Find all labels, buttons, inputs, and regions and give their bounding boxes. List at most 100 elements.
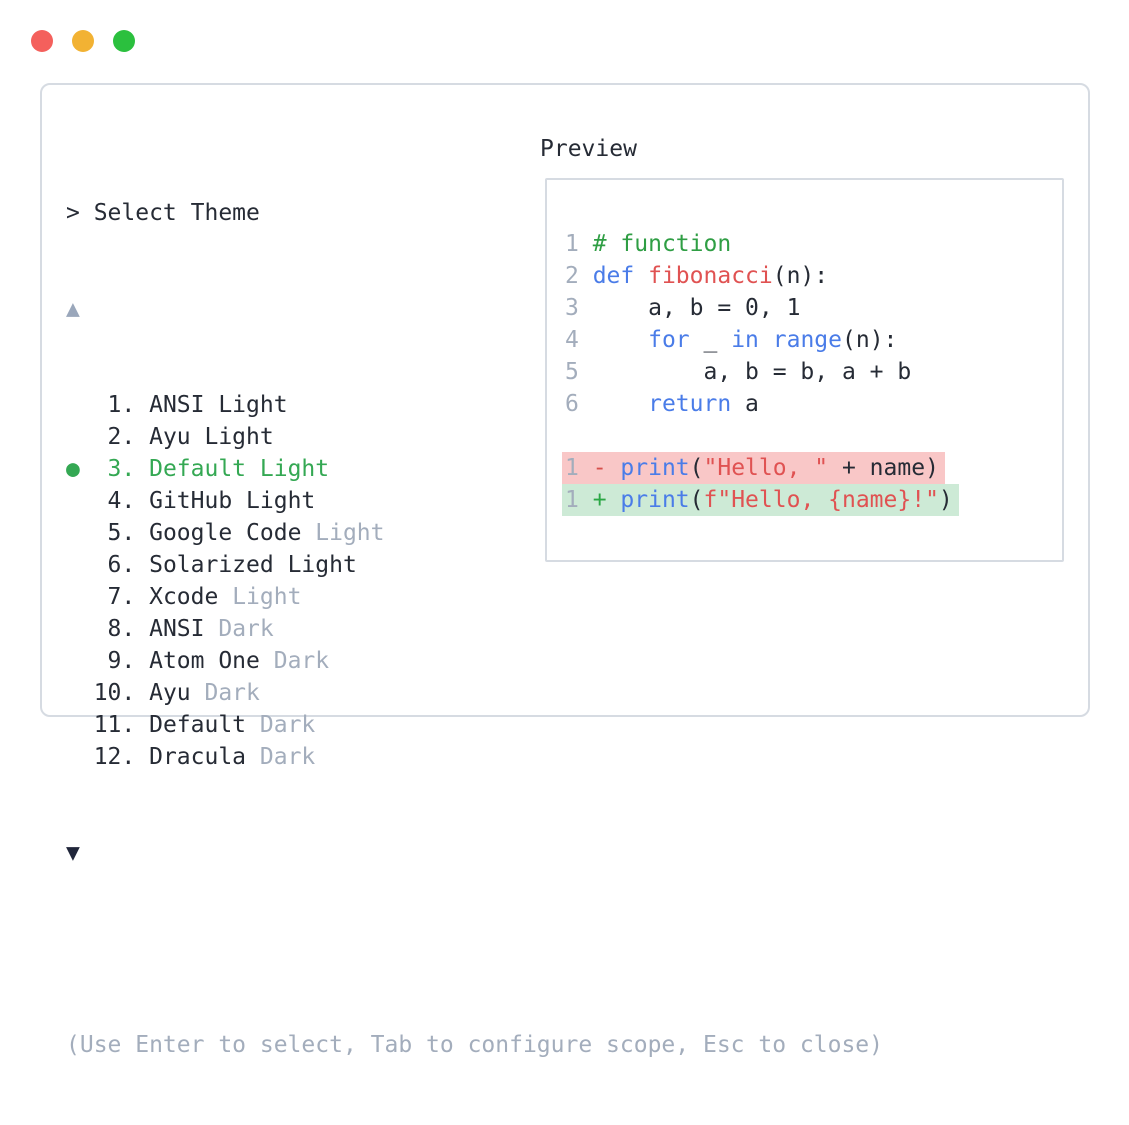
item-label: Light	[232, 584, 302, 610]
item-number: 12.	[93, 744, 150, 770]
code-line: 5 a, b = b, a + b	[565, 356, 959, 388]
item-indent	[66, 584, 108, 610]
code-token: a	[731, 391, 759, 417]
code-token: )	[938, 487, 953, 513]
code-token: return	[648, 391, 732, 417]
theme-list-item[interactable]: ● 3. Default Light	[66, 453, 883, 485]
code-token	[634, 263, 648, 289]
theme-list-item[interactable]: 10. Ayu Dark	[66, 677, 883, 709]
code-line	[565, 420, 959, 452]
item-indent	[66, 744, 94, 770]
theme-list-item[interactable]: 2. Ayu Light	[66, 421, 883, 453]
theme-list-item[interactable]: 1. ANSI Light	[66, 389, 883, 421]
item-label: GitHub Light	[149, 488, 316, 514]
item-label: Ayu Light	[149, 424, 274, 450]
item-number: 3.	[107, 456, 150, 482]
spacer-line	[66, 933, 883, 965]
code-token: -	[592, 455, 621, 481]
item-label: Dark	[273, 648, 330, 674]
item-label: Atom One	[149, 648, 274, 674]
code-token: +	[592, 487, 621, 513]
code-token	[593, 327, 648, 353]
item-indent	[66, 520, 108, 546]
code-line: 4 for _ in range(n):	[565, 324, 959, 356]
theme-list-item[interactable]: 5. Google Code Light	[66, 517, 883, 549]
item-label: Dark	[204, 680, 260, 706]
code-line: 1 # function	[565, 228, 959, 260]
theme-picker-dialog: > Select Theme ▲ 1. ANSI Light 2. Ayu Li…	[40, 83, 1090, 1058]
help-text: (Use Enter to select, Tab to configure s…	[66, 1032, 883, 1058]
item-indent	[66, 552, 108, 578]
item-label: Default	[149, 712, 260, 738]
close-button[interactable]	[31, 30, 53, 52]
diff-highlight: 1 + print(f"Hello, {name}!")	[562, 484, 959, 516]
item-number: 4.	[107, 488, 150, 514]
selected-bullet-icon: ●	[66, 456, 108, 482]
item-label: ANSI	[149, 616, 219, 642]
item-label: Dark	[259, 744, 316, 770]
code-token: _	[689, 327, 732, 353]
code-token: a, b = 0, 1	[592, 295, 801, 321]
item-label: Solarized Light	[149, 552, 357, 578]
code-token: (	[689, 487, 704, 513]
scroll-down-icon[interactable]: ▼	[66, 840, 80, 866]
item-indent	[66, 392, 108, 418]
code-token: (	[689, 455, 704, 481]
item-label: Google Code	[149, 520, 316, 546]
item-label: Dark	[259, 712, 316, 738]
code-token: print	[620, 455, 690, 481]
code-token: print	[620, 487, 690, 513]
item-indent	[66, 616, 108, 642]
preview-label: Preview	[540, 136, 637, 162]
window-traffic-lights	[31, 30, 135, 52]
item-label: Default Light	[149, 456, 330, 482]
theme-list-item[interactable]: 12. Dracula Dark	[66, 741, 883, 773]
theme-list-item[interactable]: 11. Default Dark	[66, 709, 883, 741]
line-number: 6	[565, 391, 593, 417]
select-theme-prompt: > Select Theme	[66, 200, 260, 226]
line-number: 1	[565, 455, 593, 481]
code-token: a, b = b, a + b	[592, 359, 912, 385]
theme-list-item[interactable]: 7. Xcode Light	[66, 581, 883, 613]
code-token: f"Hello, {name}!"	[703, 487, 939, 513]
item-number: 9.	[107, 648, 150, 674]
item-indent	[66, 488, 108, 514]
item-label: Dracula	[149, 744, 260, 770]
code-token: range	[772, 327, 842, 353]
line-number: 3	[565, 295, 593, 321]
zoom-button[interactable]	[113, 30, 135, 52]
theme-list-item[interactable]: 9. Atom One Dark	[66, 645, 883, 677]
code-line: 2 def fibonacci(n):	[565, 260, 959, 292]
theme-list-item[interactable]: 4. GitHub Light	[66, 485, 883, 517]
diff-highlight: 1 - print("Hello, " + name)	[562, 452, 945, 484]
code-token	[593, 391, 648, 417]
code-token	[759, 327, 773, 353]
item-number: 2.	[107, 424, 150, 450]
item-label: ANSI Light	[149, 392, 288, 418]
item-label: Xcode	[149, 584, 233, 610]
code-line: 6 return a	[565, 388, 959, 420]
line-number: 4	[565, 327, 593, 353]
code-line: 3 a, b = 0, 1	[565, 292, 959, 324]
item-number: 11.	[93, 712, 150, 738]
item-label: Ayu	[149, 680, 205, 706]
code-token: def	[592, 263, 635, 289]
theme-list-item[interactable]: 6. Solarized Light	[66, 549, 883, 581]
diff-removed-line: 1 - print("Hello, " + name)	[562, 452, 959, 484]
line-number: 1	[565, 231, 593, 257]
diff-added-line: 1 + print(f"Hello, {name}!")	[562, 484, 959, 516]
code-token: + name)	[828, 455, 939, 481]
scroll-up-icon[interactable]: ▲	[66, 296, 80, 322]
theme-list-item[interactable]: 8. ANSI Dark	[66, 613, 883, 645]
code-token: for	[648, 327, 690, 353]
code-token: # function	[592, 231, 732, 257]
item-indent	[66, 712, 94, 738]
item-label: Dark	[218, 616, 274, 642]
code-token: in	[731, 327, 759, 353]
item-number: 5.	[107, 520, 150, 546]
item-number: 10.	[93, 680, 150, 706]
line-number: 2	[565, 263, 593, 289]
minimize-button[interactable]	[72, 30, 94, 52]
item-indent	[66, 648, 108, 674]
